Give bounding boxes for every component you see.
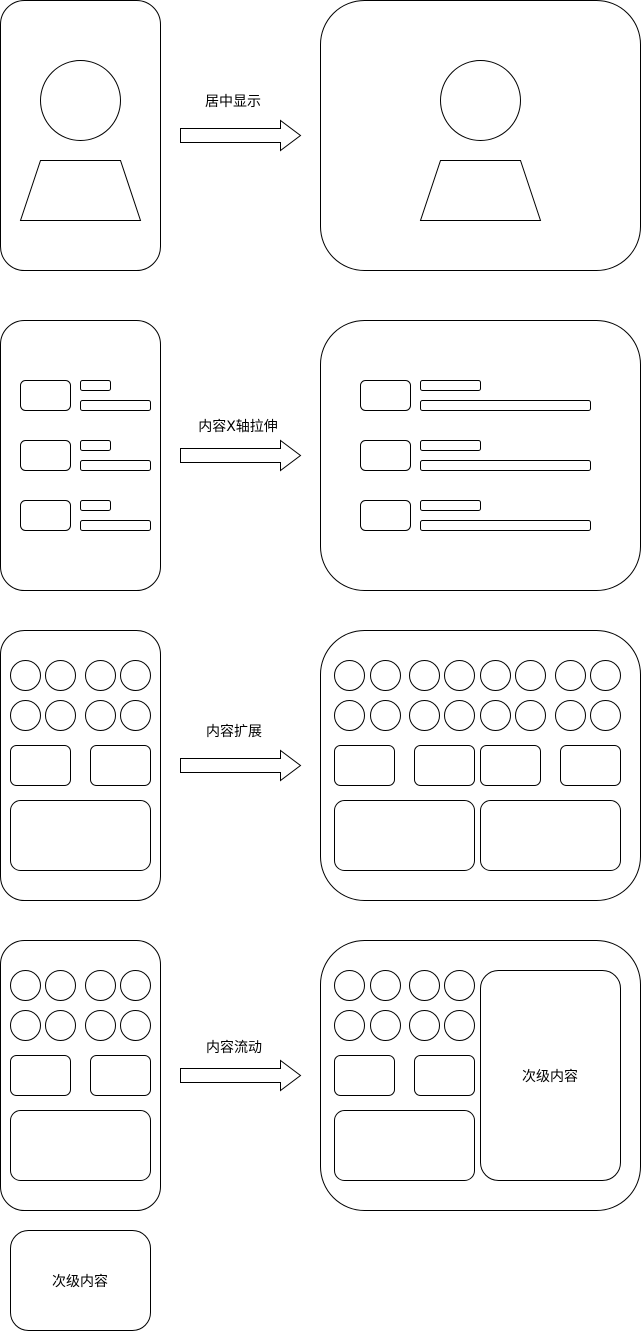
avatar-body (419, 160, 542, 221)
list-desc-bar (420, 400, 591, 411)
grid-circle (120, 700, 151, 731)
avatar-head (440, 60, 521, 141)
grid-circle (85, 660, 116, 691)
card-large (334, 1110, 475, 1181)
grid-circle (45, 970, 76, 1001)
transition-label-stretch: 内容X轴拉伸 (198, 418, 278, 435)
card-small (10, 1055, 71, 1096)
arrow-right-icon (180, 1059, 302, 1092)
grid-circle (10, 1010, 41, 1041)
card-small (480, 745, 541, 786)
grid-circle (45, 660, 76, 691)
card-small (334, 1055, 395, 1096)
grid-circle (370, 970, 401, 1001)
grid-circle (444, 660, 475, 691)
grid-circle (334, 700, 365, 731)
card-large (10, 1110, 151, 1181)
grid-circle (45, 1010, 76, 1041)
card-small (334, 745, 395, 786)
list-desc-bar (420, 460, 591, 471)
list-thumb (20, 500, 71, 531)
list-title-bar (80, 500, 111, 511)
card-small (10, 745, 71, 786)
list-thumb (20, 380, 71, 411)
arrow-right-icon (180, 439, 302, 472)
list-desc-bar (420, 520, 591, 531)
secondary-content-panel (480, 970, 621, 1181)
card-large (10, 800, 151, 871)
grid-circle (370, 700, 401, 731)
grid-circle (444, 1010, 475, 1041)
list-title-bar (420, 440, 481, 451)
grid-circle (85, 700, 116, 731)
secondary-content-label: 次级内容 (52, 1273, 108, 1290)
secondary-content-standalone: 次级内容 (10, 1230, 151, 1331)
list-thumb (20, 440, 71, 471)
avatar-body (19, 160, 142, 221)
icon-grid-large (334, 660, 621, 731)
card-small (414, 745, 475, 786)
grid-circle (120, 660, 151, 691)
list-desc-bar (80, 520, 151, 531)
grid-circle (515, 700, 546, 731)
grid-circle (45, 700, 76, 731)
list-desc-bar (80, 460, 151, 471)
row-content-flow: 内容流动 次级内容 (0, 940, 641, 1211)
card-small (90, 1055, 151, 1096)
grid-circle (444, 970, 475, 1001)
card-small (414, 1055, 475, 1096)
grid-circle (370, 660, 401, 691)
row-x-stretch: 内容X轴拉伸 (0, 320, 641, 591)
icon-grid-small (10, 970, 151, 1041)
grid-circle (409, 700, 440, 731)
list-title-bar (420, 500, 481, 511)
list-desc-bar (80, 400, 151, 411)
grid-circle (334, 1010, 365, 1041)
arrow-right-icon (180, 749, 302, 782)
card-large (480, 800, 621, 871)
row-center-display: 居中显示 (0, 0, 641, 271)
grid-circle (334, 970, 365, 1001)
list-thumb (360, 380, 411, 411)
grid-circle (85, 970, 116, 1001)
grid-circle (409, 660, 440, 691)
card-small (560, 745, 621, 786)
list-title-bar (420, 380, 481, 391)
grid-circle (334, 660, 365, 691)
list-thumb (360, 500, 411, 531)
grid-circle (444, 700, 475, 731)
arrow-right-icon (180, 119, 302, 152)
transition-label-center: 居中显示 (205, 94, 261, 110)
transition-label-expand: 内容扩展 (206, 723, 262, 740)
transition-label-flow: 内容流动 (206, 1039, 262, 1056)
list-title-bar (80, 440, 111, 451)
grid-circle (10, 660, 41, 691)
secondary-content-label: 次级内容 (522, 1068, 578, 1085)
grid-circle (480, 660, 511, 691)
grid-circle (409, 970, 440, 1001)
icon-grid-small (10, 660, 151, 731)
grid-circle (409, 1010, 440, 1041)
grid-circle (85, 1010, 116, 1041)
grid-circle (120, 1010, 151, 1041)
grid-circle (120, 970, 151, 1001)
row-content-expand: 内容扩展 (0, 630, 641, 901)
grid-circle (10, 700, 41, 731)
grid-circle (370, 1010, 401, 1041)
grid-circle (480, 700, 511, 731)
icon-grid-flow (334, 970, 475, 1041)
card-large (334, 800, 475, 871)
grid-circle (555, 700, 586, 731)
card-small (90, 745, 151, 786)
avatar-head (40, 60, 121, 141)
grid-circle (590, 660, 621, 691)
grid-circle (555, 660, 586, 691)
grid-circle (10, 970, 41, 1001)
list-title-bar (80, 380, 111, 391)
grid-circle (590, 700, 621, 731)
grid-circle (515, 660, 546, 691)
list-thumb (360, 440, 411, 471)
